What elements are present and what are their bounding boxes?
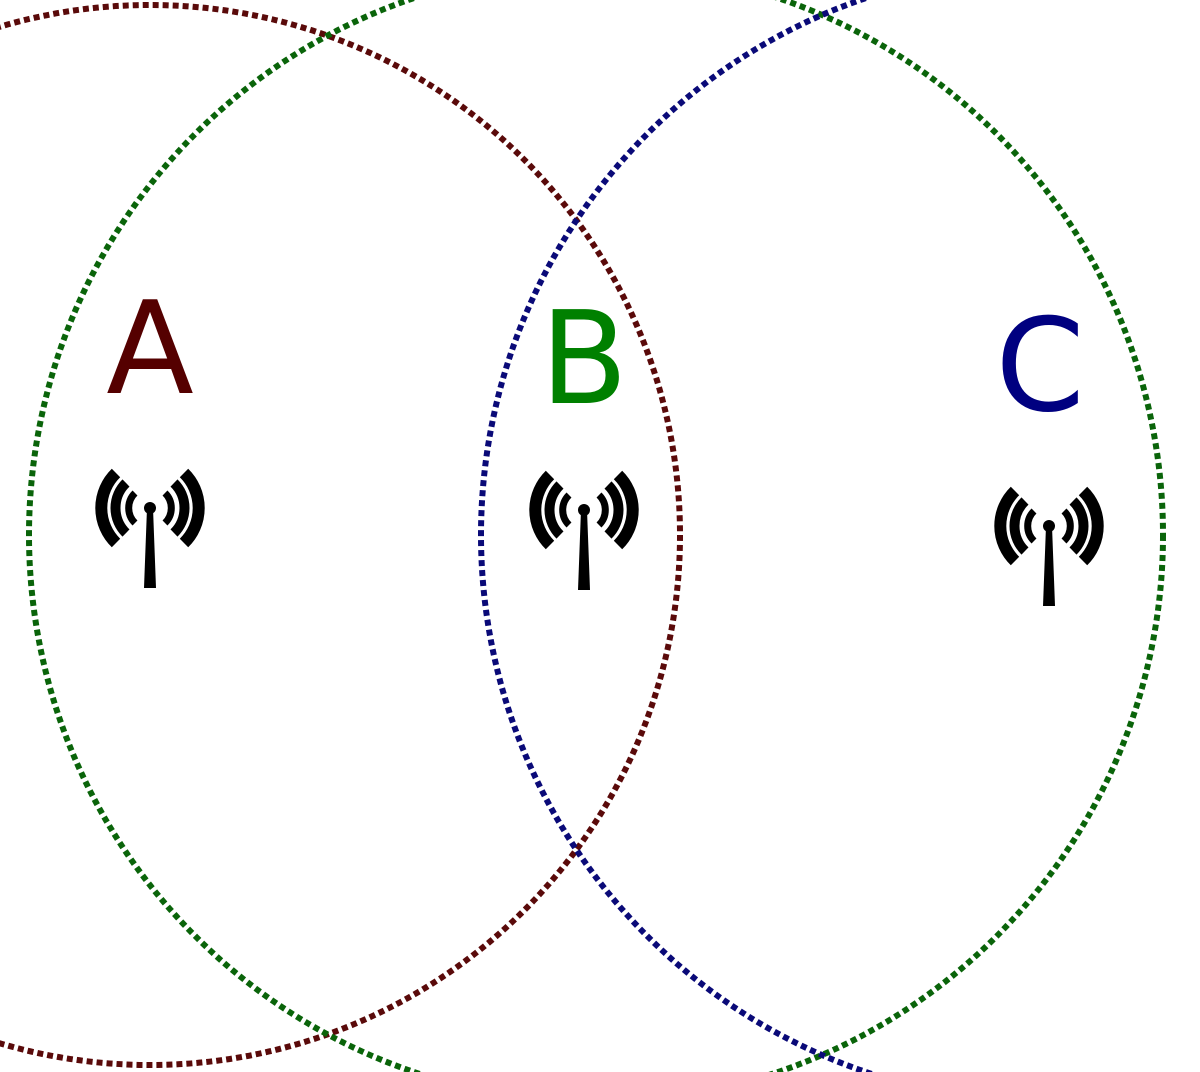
radio-antenna-icon [529,470,639,590]
radio-antenna-icon [95,468,205,588]
station-a: A [95,275,205,588]
station-a-label: A [106,275,194,424]
station-c: C [994,292,1104,606]
station-b-range-circle [26,0,1166,1072]
station-c-label: C [995,292,1084,441]
radio-antenna-icon [994,486,1104,606]
station-b-label: B [540,285,628,434]
station-c-range-circle [478,0,876,1072]
station-b: B [529,285,639,590]
station-a-range-circle [0,2,683,1068]
